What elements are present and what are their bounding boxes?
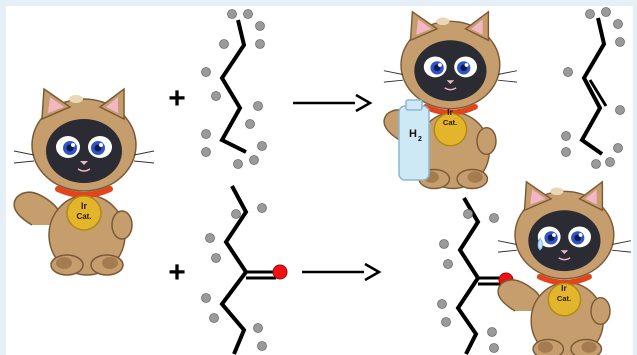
cat-2-medal-line2: Cat. (443, 118, 457, 127)
bottle-label-h: H (409, 128, 417, 140)
cat-1-medal-line1: Ir (81, 201, 88, 211)
frame-top-border (0, 0, 637, 6)
frame-left-border (0, 0, 6, 355)
plus-sign-top: + (168, 82, 186, 115)
reaction-arrow-bottom (302, 262, 382, 282)
oxygen-atom (272, 264, 288, 280)
cat-3-medal-line2: Cat. (557, 294, 571, 303)
alkane-molecule (201, 9, 267, 169)
alkene-molecule (561, 7, 625, 169)
cat-3-medal-line1: Ir (561, 283, 567, 293)
ketone-molecule (201, 185, 288, 355)
cat-catalyst-3 (498, 182, 631, 355)
cat-1-medal-line2: Cat. (76, 212, 91, 221)
cat-2-medal-line1: Ir (447, 107, 453, 117)
bottle-label-subscript: 2 (418, 136, 422, 143)
tear-icon (537, 237, 543, 251)
plus-sign-bottom: + (168, 256, 186, 289)
hydrogen-bottle (398, 99, 430, 181)
ketone-product-molecule (437, 196, 514, 355)
cat-catalyst-1 (14, 89, 154, 275)
frame-right-border (633, 0, 637, 355)
reaction-arrow-top (293, 93, 373, 113)
